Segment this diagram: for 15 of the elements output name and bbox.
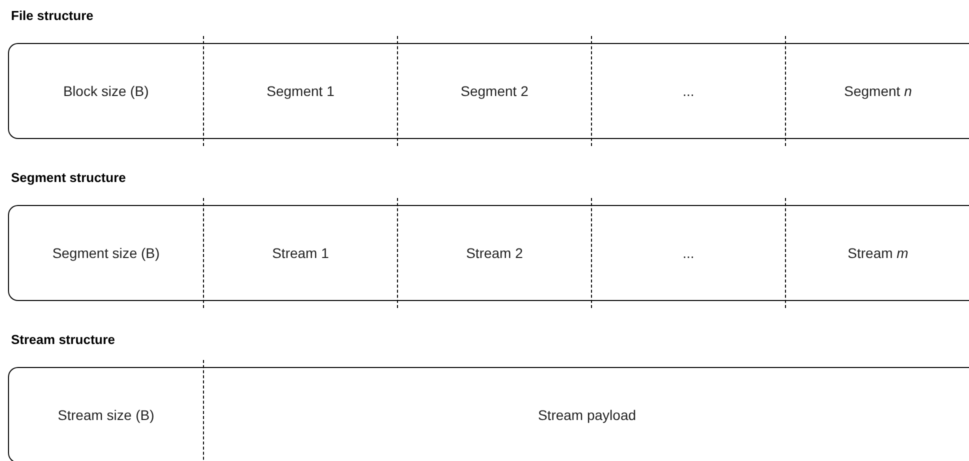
field-cell: Block size (B)	[9, 36, 203, 146]
section-heading: Stream structure	[11, 332, 116, 347]
field-cell: Segment size (B)	[9, 198, 203, 308]
field-cell: Stream size (B)	[9, 360, 203, 461]
field-cell: Stream m	[785, 198, 969, 308]
field-cell: Segment 2	[397, 36, 591, 146]
section-heading: Segment structure	[11, 170, 126, 185]
field-cell: ...	[591, 198, 785, 308]
field-cell: Segment n	[785, 36, 969, 146]
field-cell: Stream 1	[203, 198, 397, 308]
field-cell: Segment 1	[203, 36, 397, 146]
field-cell: ...	[591, 36, 785, 146]
field-cell: Stream payload	[203, 360, 969, 461]
field-cell: Stream 2	[397, 198, 591, 308]
section-heading: File structure	[11, 8, 94, 23]
